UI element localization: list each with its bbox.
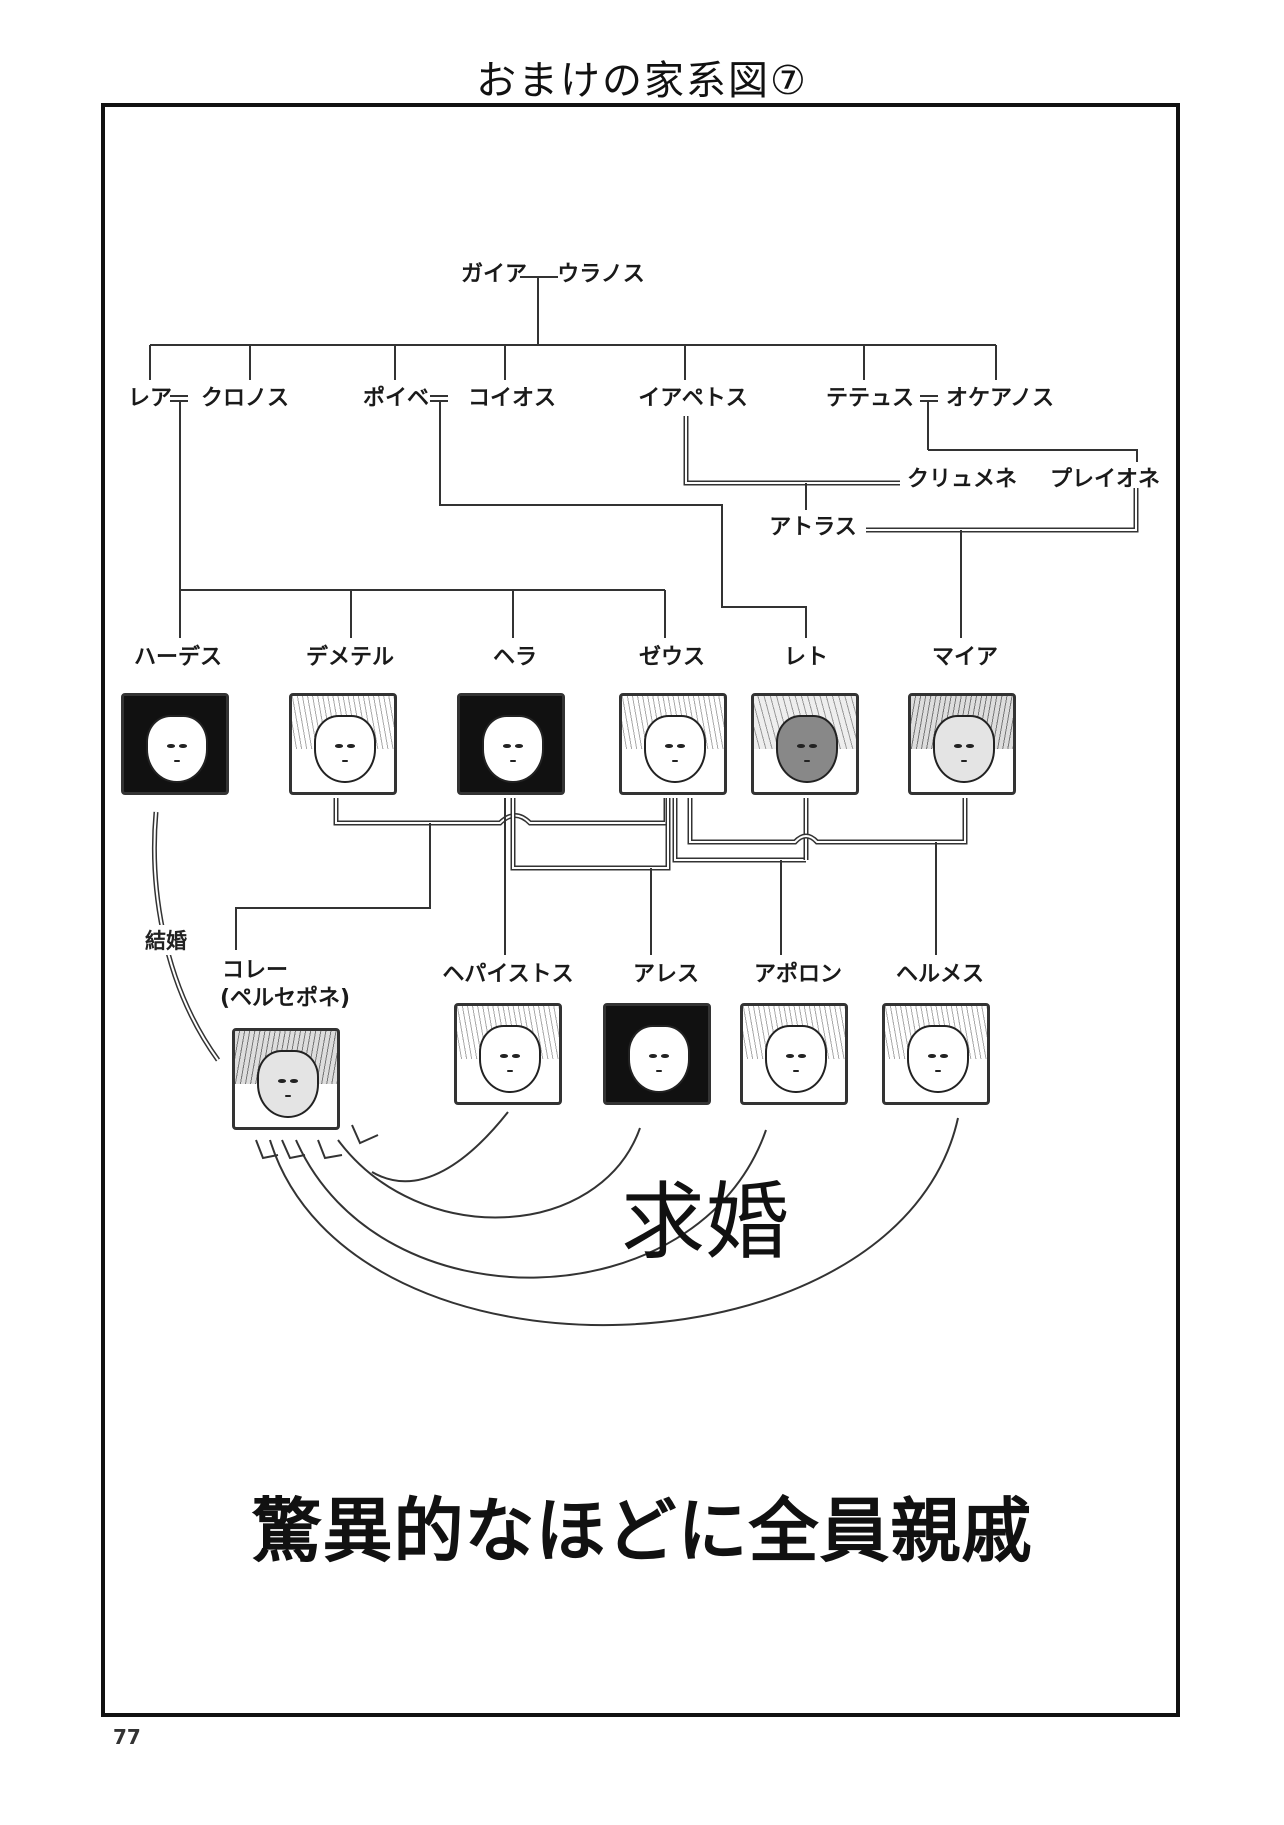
tethys-oceanus-to-oceanids xyxy=(927,401,1138,462)
zeus-maia-marriage-inner xyxy=(689,798,966,843)
gaia-uranus-link xyxy=(520,276,558,345)
tethys-oceanus-marriage xyxy=(920,395,938,402)
portrait-maia xyxy=(908,693,1016,795)
name-tethys: テテュス xyxy=(825,386,915,411)
name-hades: ハーデス xyxy=(133,645,223,670)
portrait-ares xyxy=(603,1003,711,1105)
diagram-frame xyxy=(101,103,1180,1717)
hermes-proposal-arrow xyxy=(269,1117,959,1326)
name-iapetus: イアペトス xyxy=(638,386,748,411)
name-demeter: デメテル xyxy=(305,645,395,670)
name-persephone: (ペルセポネ) xyxy=(220,986,351,1011)
name-phoebe: ポイベ xyxy=(362,386,430,411)
name-apollo: アポロン xyxy=(753,962,843,987)
name-uranus: ウラノス xyxy=(557,262,645,287)
name-coeus: コイオス xyxy=(467,386,557,411)
iapetus-clymene-marriage-outer xyxy=(683,416,900,486)
name-leto: レト xyxy=(783,645,829,670)
proposal-label: 求婚 xyxy=(620,1173,790,1271)
portrait-hades xyxy=(121,693,229,795)
name-atlas: アトラス xyxy=(769,515,857,540)
phoebe-coeus-marriage xyxy=(430,395,448,402)
page-number: 77 xyxy=(113,1725,141,1749)
atlas-pleione-marriage-outer xyxy=(866,488,1139,533)
iapetus-clymene-marriage-inner xyxy=(685,416,900,484)
portrait-hermes xyxy=(882,1003,990,1105)
portrait-leto xyxy=(751,693,859,795)
name-maia: マイア xyxy=(931,645,999,670)
name-hephaestus: ヘパイストス xyxy=(442,962,574,987)
name-cronus: クロノス xyxy=(200,386,290,411)
name-rhea: レア xyxy=(127,386,173,411)
atlas-pleione-marriage-inner xyxy=(866,488,1137,531)
marriage-label: 結婚 xyxy=(145,925,187,955)
zeus-hera-marriage-outer xyxy=(510,798,671,871)
portrait-apollo xyxy=(740,1003,848,1105)
zeus-maia-marriage-outer xyxy=(687,798,968,845)
proposal-arrowheads xyxy=(255,1124,379,1160)
zeus-leto-marriage-inner xyxy=(674,798,806,861)
portrait-demeter xyxy=(289,693,397,795)
rhea-cronus-children xyxy=(179,401,666,638)
name-oceanus: オケアノス xyxy=(945,386,1055,411)
portrait-hephaestus xyxy=(454,1003,562,1105)
name-hermes: ヘルメス xyxy=(895,962,985,987)
name-hera: ヘラ xyxy=(492,645,538,670)
apollo-proposal-arrow xyxy=(295,1129,767,1279)
hephaestus-proposal-arrow xyxy=(371,1111,509,1183)
name-ares: アレス xyxy=(632,962,700,987)
zeus-leto-marriage-outer xyxy=(672,798,806,863)
portrait-kore xyxy=(232,1028,340,1130)
demeter-zeus-to-kore xyxy=(235,823,431,950)
demeter-zeus-marriage-outer xyxy=(333,798,669,826)
rhea-cronus-marriage xyxy=(170,395,188,402)
titan-sibling-bar xyxy=(149,344,997,380)
page-title: おまけの家系図⑦ xyxy=(476,58,808,104)
caption-text: 驚異的なほどに全員親戚 xyxy=(251,1490,1033,1572)
portrait-hera xyxy=(457,693,565,795)
name-zeus: ゼウス xyxy=(638,645,706,670)
name-clymene: クリュメネ xyxy=(906,467,1018,492)
name-pleione: プレイオネ xyxy=(1049,467,1161,492)
name-kore: コレー xyxy=(222,958,289,983)
phoebe-coeus-to-leto xyxy=(439,401,807,638)
zeus-hera-marriage-inner xyxy=(512,798,669,869)
ares-proposal-arrow xyxy=(337,1127,641,1219)
name-gaia: ガイア xyxy=(460,262,528,287)
portrait-zeus xyxy=(619,693,727,795)
